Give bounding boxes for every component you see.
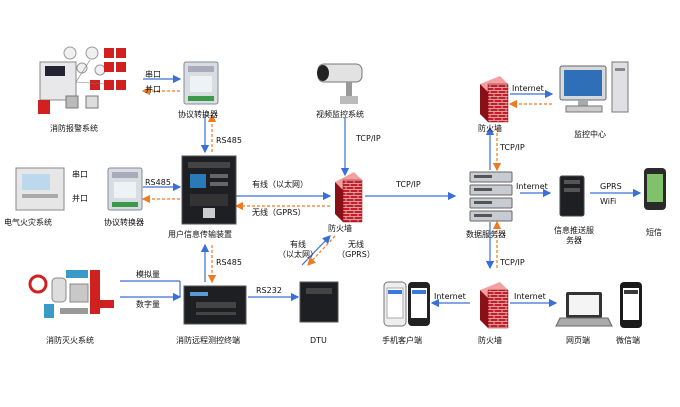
rs485-left-label: RS485 bbox=[145, 178, 171, 187]
rs485-bottom-label: RS485 bbox=[216, 258, 242, 267]
internet-top-label: Internet bbox=[512, 84, 544, 93]
push-server-tower bbox=[559, 175, 585, 217]
firewall-top-label: 防火墙 bbox=[478, 124, 502, 133]
wechat-client-phone bbox=[620, 282, 642, 328]
connection-arrows bbox=[120, 74, 642, 308]
protocol-converter-mid-label: 协议转换器 bbox=[104, 218, 144, 227]
fire-extinguish-equipment bbox=[28, 270, 114, 318]
serial-port-label-mid: 串口 bbox=[72, 170, 88, 179]
rs232-label: RS232 bbox=[256, 286, 282, 295]
dtu-label: DTU bbox=[310, 336, 327, 345]
digital-label: 数字量 bbox=[136, 300, 160, 309]
tcpip-center-label: TCP/IP bbox=[396, 180, 421, 189]
rs485-top-label: RS485 bbox=[216, 136, 242, 145]
fire-alarm-system-label: 消防报警系统 bbox=[50, 124, 98, 133]
serial-port-label-top: 串口 bbox=[145, 70, 161, 79]
remote-terminal-device bbox=[183, 285, 247, 325]
video-camera-device bbox=[317, 63, 363, 104]
wechat-client-label: 微信端 bbox=[616, 336, 640, 345]
gprs-label: GPRS bbox=[600, 182, 622, 191]
wired-ethernet-2-label: 有线 （以太网） bbox=[278, 240, 318, 259]
wireless-gprs-label: 无线（GPRS） bbox=[252, 208, 306, 217]
protocol-converter-top-device bbox=[183, 61, 219, 105]
monitoring-center-label: 监控中心 bbox=[574, 130, 606, 139]
data-server-label: 数据服务器 bbox=[466, 230, 506, 239]
internet-bottom-left-label: Internet bbox=[434, 292, 466, 301]
tcpip-bottom-label: TCP/IP bbox=[500, 258, 525, 267]
wired-ethernet-label: 有线（以太网） bbox=[252, 180, 308, 189]
remote-terminal-label: 消防远程测控终端 bbox=[176, 336, 240, 345]
firewall-center-icon bbox=[335, 172, 363, 223]
tcpip-top-label: TCP/IP bbox=[500, 143, 525, 152]
sms-label: 短信 bbox=[646, 228, 662, 237]
sms-phone bbox=[644, 168, 666, 210]
tcpip-camera-label: TCP/IP bbox=[356, 134, 381, 143]
firewall-center-label: 防火墙 bbox=[328, 224, 352, 233]
user-transmission-device-label: 用户信息传输装置 bbox=[168, 230, 232, 239]
internet-bottom-right-label: Internet bbox=[514, 292, 546, 301]
fire-extinguish-system-label: 消防灭火系统 bbox=[46, 336, 94, 345]
push-server-label: 信息推送服务器 bbox=[554, 226, 594, 245]
protocol-converter-top-label: 协议转换器 bbox=[178, 110, 218, 119]
mobile-client-label: 手机客户端 bbox=[382, 336, 422, 345]
parallel-port-label-mid: 并口 bbox=[72, 194, 88, 203]
dtu-device bbox=[299, 281, 339, 323]
video-monitoring-label: 视频监控系统 bbox=[316, 110, 364, 119]
firewall-bottom-label: 防火墙 bbox=[478, 336, 502, 345]
parallel-port-label-top: 并口 bbox=[145, 85, 161, 94]
analog-label: 模拟量 bbox=[136, 270, 160, 279]
firewall-top-icon bbox=[480, 76, 509, 123]
electrical-fire-system-label: 电气火灾系统 bbox=[4, 218, 52, 227]
web-client-laptop bbox=[555, 292, 613, 327]
protocol-converter-mid-device bbox=[107, 167, 143, 211]
web-client-label: 网页端 bbox=[566, 336, 590, 345]
electrical-fire-panel bbox=[15, 167, 65, 211]
internet-mid-label: Internet bbox=[516, 182, 548, 191]
wireless-gprs-2-label: 无线 （GPRS） bbox=[337, 240, 375, 259]
fire-alarm-devices bbox=[38, 46, 126, 114]
firewall-bottom-icon bbox=[480, 282, 509, 329]
user-transmission-device-box bbox=[181, 155, 237, 225]
wifi-label: WiFi bbox=[600, 197, 617, 206]
return-arrows bbox=[141, 86, 552, 284]
data-server-rack bbox=[469, 171, 513, 222]
mobile-client-phones bbox=[383, 281, 430, 327]
monitoring-center-computer bbox=[559, 61, 629, 113]
